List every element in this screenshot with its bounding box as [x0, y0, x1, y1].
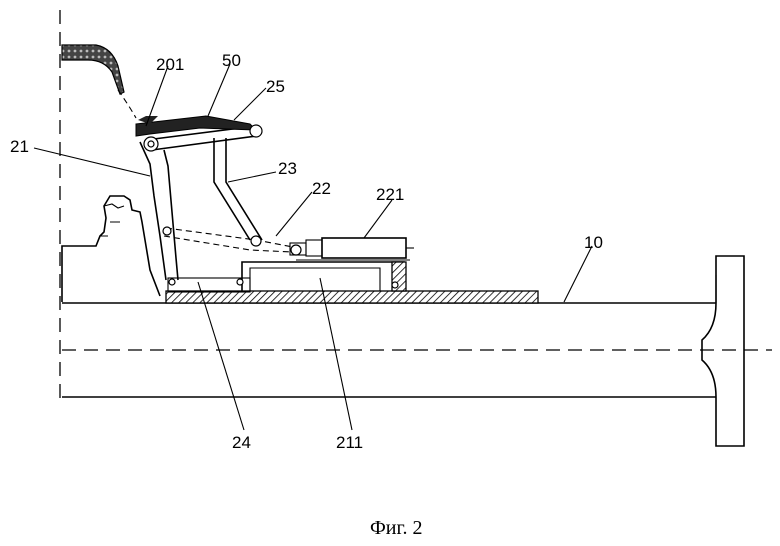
- pivot-top-left-inner: [148, 141, 154, 147]
- pivot-arm: [251, 236, 261, 246]
- label-201: 201: [156, 55, 184, 74]
- arm-23: [214, 138, 262, 240]
- label-24: 24: [232, 433, 251, 452]
- pivot-mid: [163, 227, 171, 235]
- pivot-carriage: [392, 282, 398, 288]
- lever-frame-21: [140, 142, 178, 280]
- label-21: 21: [10, 137, 29, 156]
- leader-21: [34, 148, 150, 176]
- cylinder-221: [322, 238, 406, 258]
- pivot-bottom-1: [169, 279, 175, 285]
- cylinder-cap: [306, 240, 322, 256]
- base-plate: [166, 291, 538, 303]
- left-housing: [62, 196, 160, 302]
- figure-caption: Фиг. 2: [370, 517, 422, 539]
- label-23: 23: [278, 159, 297, 178]
- linkage-22-dashed: [164, 228, 298, 252]
- leader-221: [364, 200, 392, 238]
- pivot-top-right: [250, 125, 262, 137]
- tire-bead-dashed: [118, 90, 136, 118]
- label-25: 25: [266, 77, 285, 96]
- label-221: 221: [376, 185, 404, 204]
- label-211: 211: [336, 433, 363, 452]
- carriage-inner: [250, 268, 380, 291]
- leader-10: [564, 246, 592, 302]
- label-22: 22: [312, 179, 331, 198]
- tire-bead: [62, 45, 124, 94]
- leader-23: [228, 172, 276, 182]
- label-50: 50: [222, 51, 241, 70]
- leader-50: [208, 64, 230, 116]
- leader-24: [198, 282, 244, 430]
- pivot-bottom-2: [237, 279, 243, 285]
- leader-25: [234, 88, 266, 120]
- pivot-cyl: [291, 245, 301, 255]
- leader-22: [276, 192, 312, 236]
- label-10: 10: [584, 233, 603, 252]
- shaft-flange: [702, 256, 744, 446]
